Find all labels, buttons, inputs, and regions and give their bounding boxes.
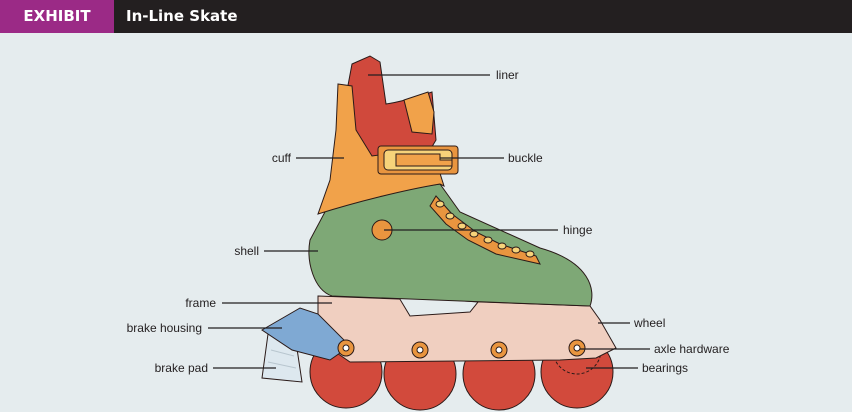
exhibit-title: In-Line Skate	[126, 7, 238, 25]
label-wheel: wheel	[633, 316, 665, 330]
exhibit-number: EXHIBIT 14.36	[0, 0, 114, 58]
label-brake-housing: brake housing	[127, 321, 202, 335]
eyelets	[435, 200, 535, 258]
axles	[337, 339, 586, 359]
label-buckle: buckle	[508, 151, 543, 165]
label-cuff: cuff	[272, 151, 292, 165]
brake-pad-line	[267, 361, 297, 369]
leader-lines	[208, 74, 650, 369]
liner-tongue	[403, 91, 435, 135]
label-shell: shell	[234, 244, 259, 258]
skate-diagram: liner cuff buckle hinge shell frame brak…	[127, 55, 730, 411]
label-brake-pad: brake pad	[155, 361, 208, 375]
buckle-latch	[395, 153, 453, 167]
label-hinge: hinge	[563, 223, 593, 237]
brake-pad-line	[270, 349, 295, 357]
label-bearings: bearings	[642, 361, 688, 375]
exhibit-header: EXHIBIT 14.36 In-Line Skate	[0, 0, 852, 58]
label-axle-hardware: axle hardware	[654, 342, 730, 356]
label-liner: liner	[496, 68, 519, 82]
label-frame: frame	[185, 296, 216, 310]
diagram-panel: liner cuff buckle hinge shell frame brak…	[0, 33, 852, 412]
